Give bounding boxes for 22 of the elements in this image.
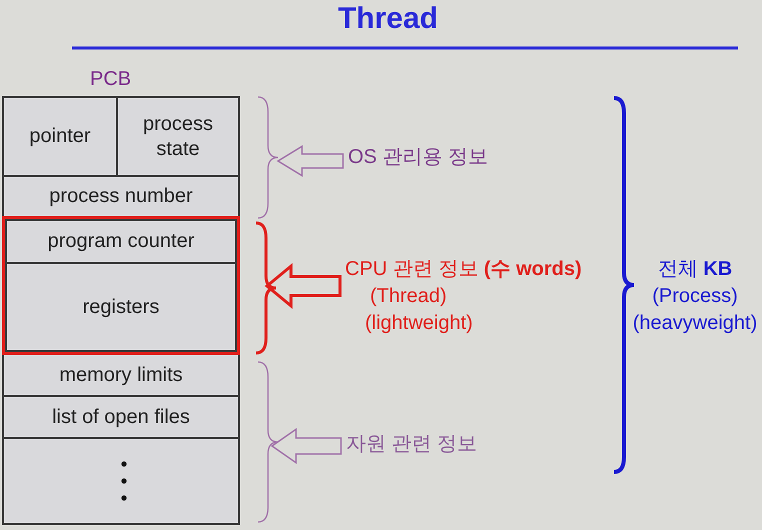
info-label: (Thread) bbox=[370, 284, 448, 309]
table-cell bbox=[2, 437, 240, 525]
table-cell: memory limits bbox=[2, 353, 240, 397]
info-label: 자원 관련 정보 bbox=[346, 430, 516, 460]
info-label: OS 관리용 정보 bbox=[348, 143, 518, 173]
hollow-arrow bbox=[264, 262, 342, 310]
table-cell: program counter bbox=[5, 219, 237, 264]
table-cell: pointer bbox=[2, 96, 118, 177]
hollow-arrow bbox=[276, 145, 344, 177]
info-label: (Process) bbox=[651, 284, 739, 309]
slide-title: Thread bbox=[338, 2, 438, 35]
info-label: (heavyweight) bbox=[632, 311, 758, 336]
table-cell: registers bbox=[5, 262, 237, 352]
table-cell: process state bbox=[116, 96, 240, 177]
info-label: 전체 KB bbox=[656, 257, 734, 282]
info-label: (lightweight) bbox=[365, 311, 474, 336]
highlight-frame bbox=[2, 216, 240, 355]
info-label: CPU 관련 정보 (수 words) bbox=[345, 257, 583, 282]
hollow-arrow bbox=[270, 428, 342, 464]
table-cell: list of open files bbox=[2, 395, 240, 439]
table-cell: process number bbox=[2, 175, 240, 218]
table-heading: PCB bbox=[90, 68, 132, 91]
